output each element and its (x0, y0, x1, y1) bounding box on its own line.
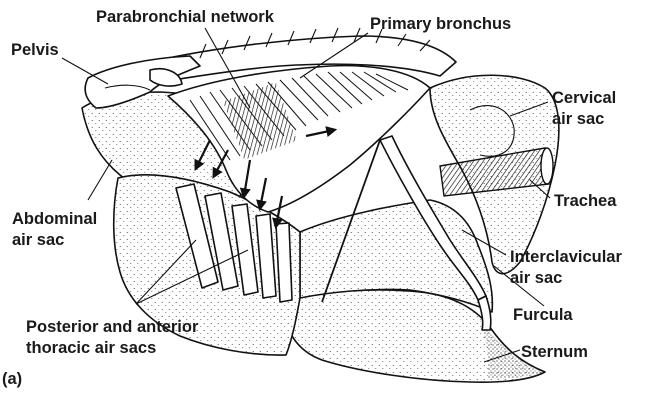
label-parabronchial-network: Parabronchial network (96, 8, 275, 26)
label-trachea: Trachea (554, 192, 617, 210)
label-interclavicular-line-1: Interclavicular (510, 248, 622, 266)
label-cervical-line-1: Cervical (552, 89, 616, 107)
label-thoracic-line-1: Posterior and anterior (26, 318, 199, 336)
label-interclavicular-line-2: air sac (510, 269, 562, 287)
label-abdominal-line-2: air sac (12, 231, 64, 249)
label-abdominal-line-1: Abdominal (12, 210, 97, 228)
label-cervical-line-2: air sac (552, 110, 604, 128)
panel-label: (a) (2, 370, 22, 388)
label-furcula: Furcula (513, 306, 573, 324)
label-primary-bronchus: Primary bronchus (370, 15, 511, 33)
label-pelvis: Pelvis (11, 41, 59, 59)
label-sternum: Sternum (521, 343, 588, 361)
label-thoracic-line-2: thoracic air sacs (26, 339, 156, 357)
